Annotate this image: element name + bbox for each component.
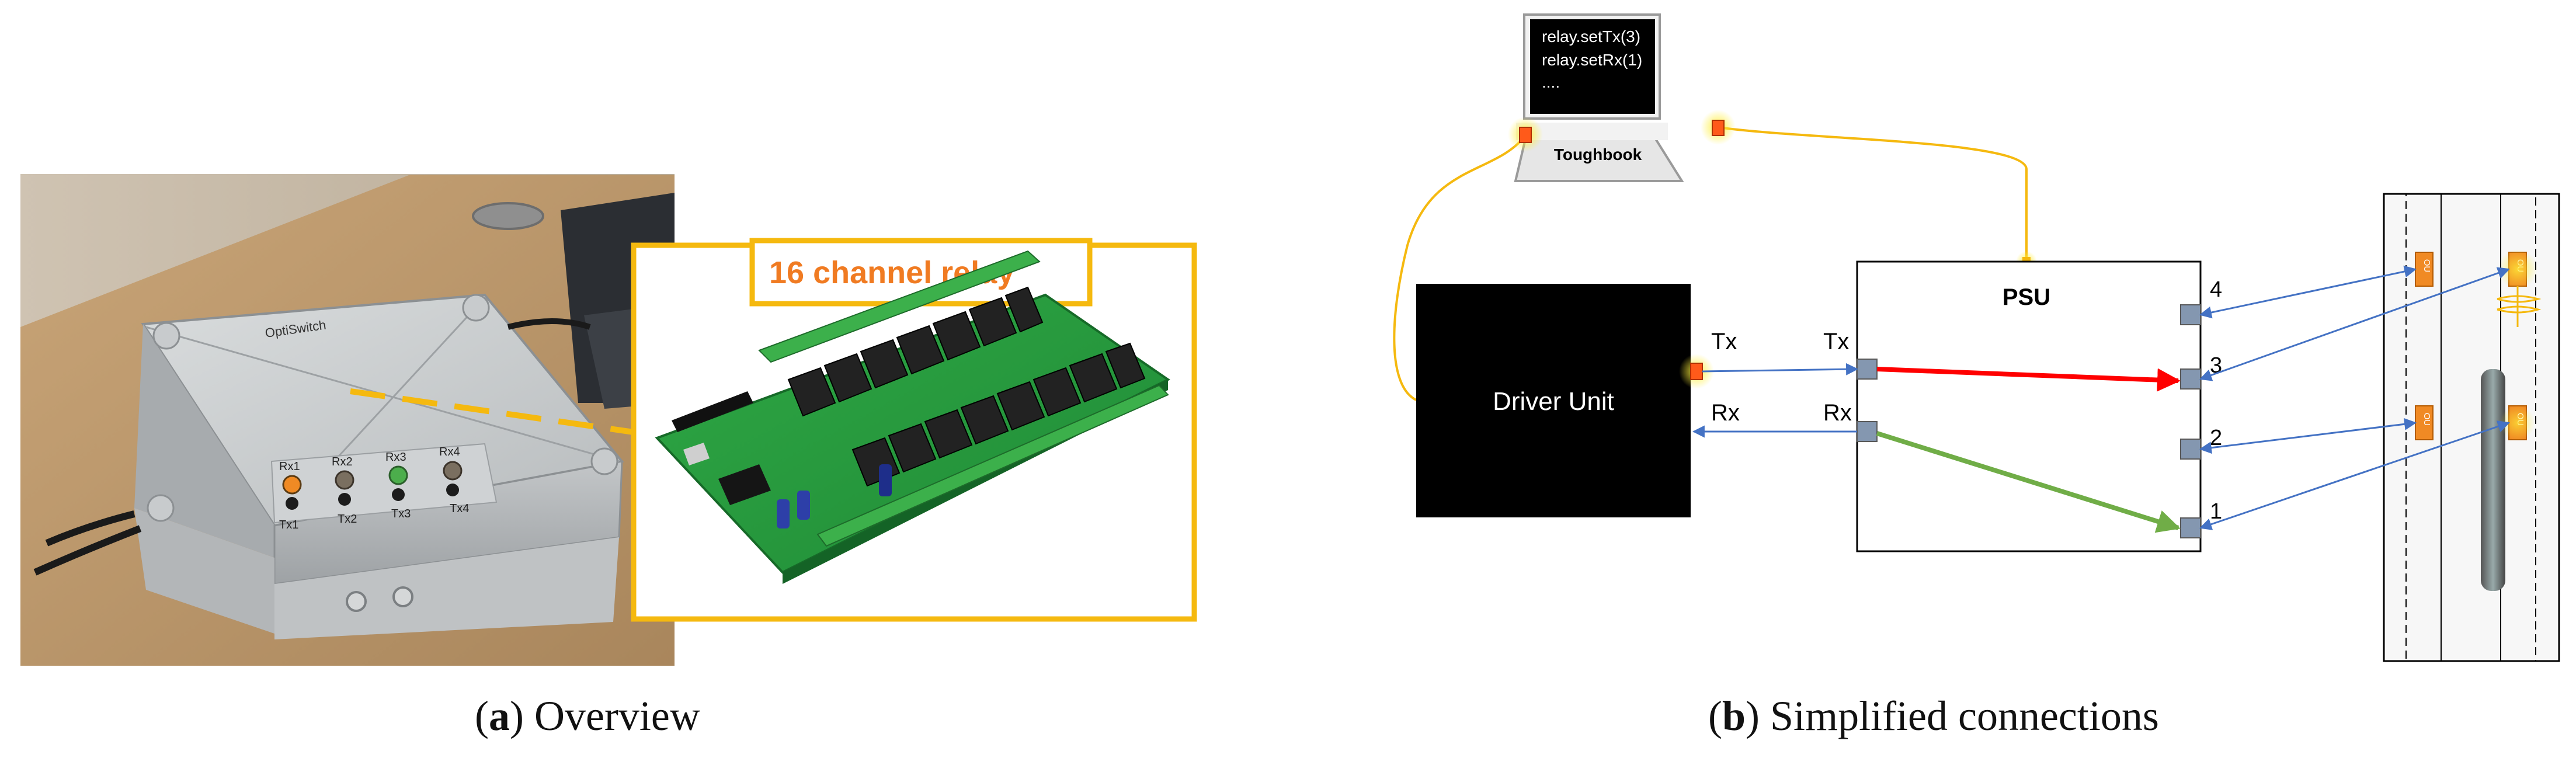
port-tx3 <box>392 488 405 501</box>
laptop-port-left <box>1519 127 1532 143</box>
caption-a-letter: a <box>488 693 510 739</box>
optiswitch-enclosure <box>33 293 624 639</box>
driver-tx-port <box>1690 363 1703 380</box>
psu-port-4 <box>2180 304 2201 325</box>
port-label-tx3: Tx3 <box>391 507 411 520</box>
laptop-label: Toughbook <box>1554 145 1642 164</box>
driver-unit-label: Driver Unit <box>1493 387 1614 416</box>
psu-rx-label: Rx <box>1823 400 1852 426</box>
relay-board <box>655 250 1170 584</box>
port-panel: Rx1 Rx2 Rx3 Rx4 Tx1 Tx2 Tx3 Tx4 <box>270 443 498 531</box>
driver-tx-to-psu-arrow <box>1702 363 1859 375</box>
port-label-rx1: Rx1 <box>279 460 300 473</box>
port-label-rx2: Rx2 <box>332 455 353 468</box>
port1-to-rig-arrow <box>2199 420 2510 530</box>
psu-port-4-label: 4 <box>2210 277 2222 302</box>
relay-callout-leader <box>350 388 634 435</box>
connection-diagram: relay.setTx(3) relay.setRx(1) .... Tough… <box>1393 13 2560 662</box>
cable-laptop-to-driver <box>1393 134 1527 401</box>
port-tx4 <box>446 484 459 496</box>
caption-b-letter: b <box>1722 693 1746 739</box>
port3-to-rig-arrow <box>2199 267 2510 381</box>
laptop: relay.setTx(3) relay.setRx(1) .... Tough… <box>1514 13 1684 182</box>
overview-photo: OptiSwitch Rx1 Rx2 Rx3 Rx4 Tx1 Tx2 Tx3 T… <box>20 174 1197 666</box>
psu-port-1-label: 1 <box>2210 499 2222 524</box>
port-rx4 <box>443 461 463 481</box>
caption-b: (b) Simplified connections <box>1708 693 2159 739</box>
psu-label: PSU <box>2003 284 2050 310</box>
driver-rx-label: Rx <box>1711 400 1740 426</box>
caption-a: (a) Overview <box>475 693 700 739</box>
test-rig: OU OU OU OU <box>2383 193 2560 662</box>
psu-tx-label: Tx <box>1823 329 1849 354</box>
driver-tx-label: Tx <box>1711 329 1737 354</box>
caption-a-text: Overview <box>534 693 700 739</box>
caption-b-text: Simplified connections <box>1770 693 2159 739</box>
psu-box <box>1856 260 2202 552</box>
port-tx1 <box>286 497 298 510</box>
active-tx-path <box>1876 367 2181 392</box>
laptop-code-line-1: relay.setTx(3) <box>1542 27 1640 46</box>
port-rx3 <box>388 465 408 485</box>
driver-unit <box>1416 284 1691 517</box>
port-label-rx4: Rx4 <box>439 446 460 458</box>
port-label-tx4: Tx4 <box>450 502 469 515</box>
laptop-screen <box>1530 19 1655 114</box>
port-label-tx1: Tx1 <box>279 519 298 531</box>
fiber-sample <box>2481 369 2505 591</box>
port-label-tx2: Tx2 <box>338 513 357 526</box>
psu-port-1 <box>2180 517 2201 538</box>
port-rx2 <box>335 470 354 490</box>
laptop-port-right <box>1712 120 1725 136</box>
active-rx-path <box>1876 431 2181 533</box>
psu-port-2 <box>2180 439 2201 460</box>
cable-laptop-to-psu <box>1718 126 2028 262</box>
port-tx2 <box>338 493 351 506</box>
port-label-rx3: Rx3 <box>385 451 406 464</box>
psu-port-3 <box>2180 368 2201 390</box>
port-rx1 <box>282 475 302 495</box>
psu-tx-port <box>1857 359 1878 380</box>
connector-label-2: OU <box>2422 413 2432 426</box>
psu-rx-port <box>1857 421 1878 442</box>
laptop-code-line-2: relay.setRx(1) <box>1542 51 1642 69</box>
connector-label-1: OU <box>2422 259 2432 273</box>
laptop-code-line-3: .... <box>1542 73 1560 91</box>
